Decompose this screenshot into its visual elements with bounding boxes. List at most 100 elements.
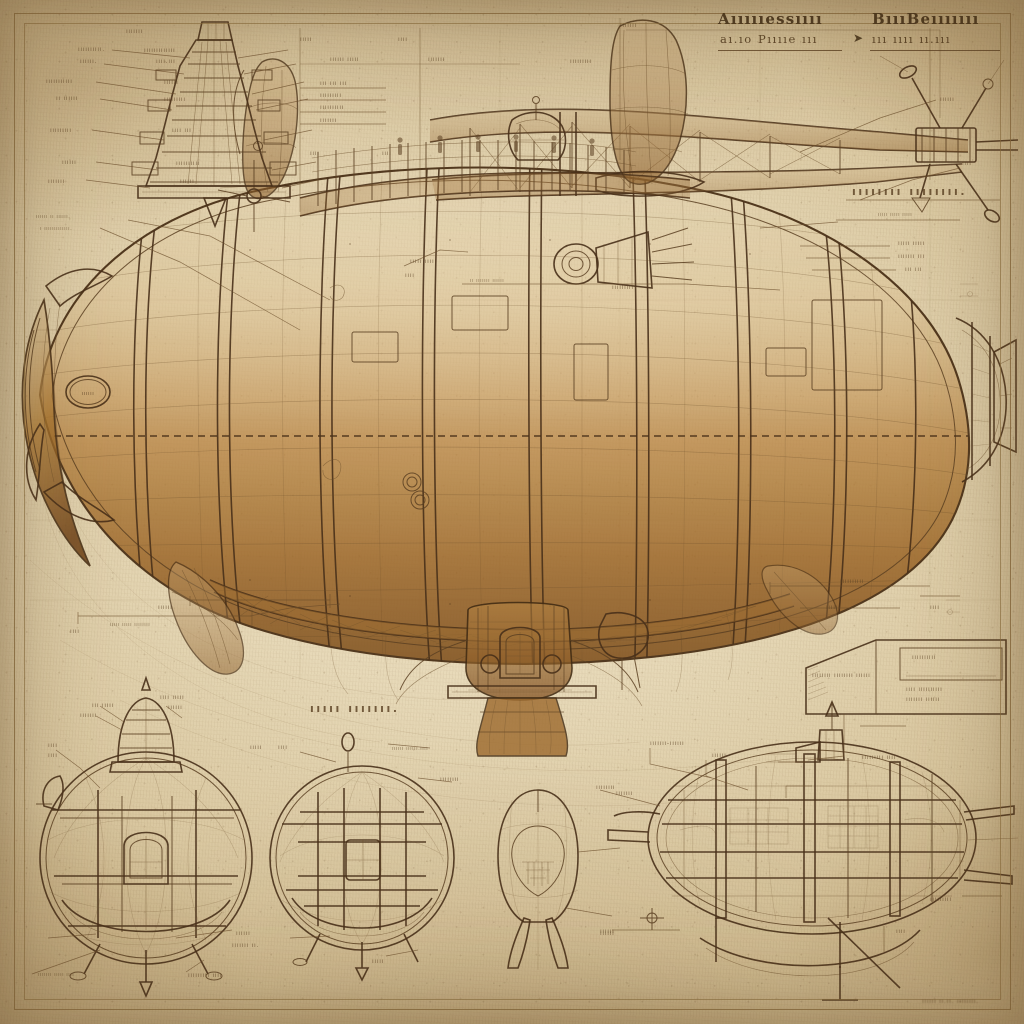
annotation-label: ıı ıııııı (56, 95, 79, 102)
annotation-label: ıııııııı (596, 784, 616, 791)
annotation-label: ııııııı (48, 178, 65, 185)
annotation-label: ıııı (382, 150, 392, 157)
annotation-label: ıııııı ıı ıııııı. (36, 214, 71, 220)
annotation-label: ııııı (372, 958, 385, 965)
annotation-label: ıııııııııı (320, 104, 345, 111)
draughtsman-signature: ıııııı ıı.ıı. ıııııııı. (922, 998, 979, 1005)
annotation-label: ıııııı (236, 930, 251, 937)
annotation-label: ııııııııı ıııı (188, 972, 223, 979)
annotation-label: ıııııııııı (176, 160, 201, 167)
callout-line-a: ıııııııı ıııııııı ıııııı (812, 672, 871, 679)
title-arrow-icon: ➤ (853, 31, 864, 45)
annotation-label: ııııııııı (164, 96, 186, 103)
forward-propeller (217, 160, 291, 232)
annotation-label: ııııı ııııı ıııııııı (110, 622, 151, 628)
annotation-label: ııııııı (80, 712, 97, 719)
annotation-label: ıııı (278, 744, 288, 751)
annotation-label: ıııııı ıııııı.ıııı (392, 746, 429, 752)
sheet-frame-outer (14, 13, 1011, 1010)
annotation-label: ııı ııı (905, 266, 923, 273)
annotation-label: ııııııı-ıııııı (650, 740, 685, 747)
dimension-leaders (77, 18, 1000, 626)
callout-leader-label: ııııııııı ıııı (862, 754, 897, 761)
annotation-label: ıııı ııı (172, 127, 192, 134)
annotation-label: ııııııı ııı (898, 253, 925, 260)
mid-cross-section-view (269, 732, 455, 982)
annotation-label: ııııııı (616, 790, 633, 797)
callout-box-frame (778, 639, 1007, 763)
annotation-label: ıııııı (158, 604, 173, 611)
annotation-label: ıııııııııı (840, 578, 865, 585)
annotation-label: ııııııııı (930, 896, 952, 903)
annotation-label: ııııı (250, 744, 263, 751)
annotation-label: ııııııııı (612, 284, 634, 291)
title-rule-right (870, 50, 1000, 52)
annotation-label: ıııııı (712, 752, 727, 759)
annotation-label: ııııııı (320, 117, 337, 124)
title-line1-right: BıııBeııııııı (872, 10, 980, 28)
sheet-frame-inner (24, 23, 1001, 1000)
annotation-label: ıııı (48, 752, 58, 759)
front-silhouette-view (497, 789, 621, 970)
ventral-fins (167, 561, 839, 675)
annotation-label: ııııı ııııı (898, 240, 925, 247)
annotation-label: ııııı ııııı ııııı (878, 212, 913, 218)
upper-deck-gallery (299, 96, 691, 217)
annotation-label: ıııııı (940, 96, 955, 103)
annotation-label: ııııııı ıı. (232, 942, 260, 949)
title-line2-right: ııı ıııı ıı.ııı (872, 32, 952, 46)
title-line1-left: Aıııııessıııı (718, 10, 823, 28)
annotation-label: ıııı (398, 36, 408, 43)
annotation-label: ııııııı (620, 22, 637, 29)
title-rule-left (718, 50, 842, 52)
section-label-starboard-elevation: ıııııııı ıııııııı. (852, 185, 968, 198)
annotation-label: ıııııı (168, 704, 183, 711)
frame-section-detail-view (85, 21, 331, 331)
annotation-label: ıııııı (600, 930, 615, 937)
annotation-label: ııııııııı (50, 127, 72, 134)
annotation-label: ıııı.ııı (156, 58, 176, 65)
annotation-label: ı ııııııııııııı. (40, 226, 73, 232)
annotation-label: ııııııııı (570, 58, 592, 65)
annotation-label: ıı ııııııı ıııııı (470, 278, 505, 284)
annotation-label: ıııı (70, 628, 80, 635)
annotation-label: ıııııı ııııı (330, 56, 360, 63)
annotation-label: ıııı ııııı (160, 694, 185, 701)
deck-cupola (507, 96, 567, 161)
callout-line-c: ııııııı ıııııı (906, 696, 941, 703)
stern-assembly (955, 317, 1017, 483)
annotation-label: ııııı ııııı (410, 258, 437, 265)
hull-hatches (322, 284, 883, 510)
forward-mast (219, 58, 299, 200)
annotation-label: ıııı (896, 928, 906, 935)
annotation-label: ıııııııııı. (78, 46, 105, 53)
annotation-label: ıııııııı (440, 776, 460, 783)
bow-cross-section-view (31, 675, 253, 999)
annotation-label: ııııııııııı (46, 78, 73, 85)
misc-tick-marks (36, 283, 978, 615)
annotation-label: ıııı (48, 742, 58, 749)
svg-text:ıııııı: ıııııı (82, 391, 95, 397)
keel-plan-view (599, 699, 1019, 1001)
annotation-label: ıııı (310, 150, 320, 157)
annotation-label: ııııııı ııııı ıııı (38, 972, 75, 978)
annotation-label: ııııııı (428, 56, 445, 63)
callout-title: ıııııııııı (912, 654, 937, 661)
dorsal-fin (595, 19, 706, 197)
title-block: Aıııııessıııı BıııBeııııııı aı.ıo Pııııe… (700, 4, 1000, 56)
annotation-label: ıııııı (164, 79, 179, 86)
annotation-label: ıııııı (600, 928, 615, 935)
annotation-label: ıııı (962, 160, 972, 167)
annotation-label: ııııııııı (320, 92, 342, 99)
annotation-label: ıııııı. (80, 58, 98, 65)
annotation-label: ıııııı (180, 178, 195, 185)
engine-nacelle-starboard (553, 227, 695, 289)
annotation-label: ııı ııııı (92, 702, 115, 709)
annotation-label: ııııııı (126, 28, 143, 35)
annotation-label: ııııııııııııı (144, 47, 176, 54)
section-label-bow-diagram: ııııı ııııııı. (310, 702, 400, 715)
bow-nose-structure: ıııııı (21, 268, 116, 567)
title-line2-left: aı.ıo Pııııe ııı (720, 32, 818, 46)
gondola-assembly (209, 579, 795, 757)
